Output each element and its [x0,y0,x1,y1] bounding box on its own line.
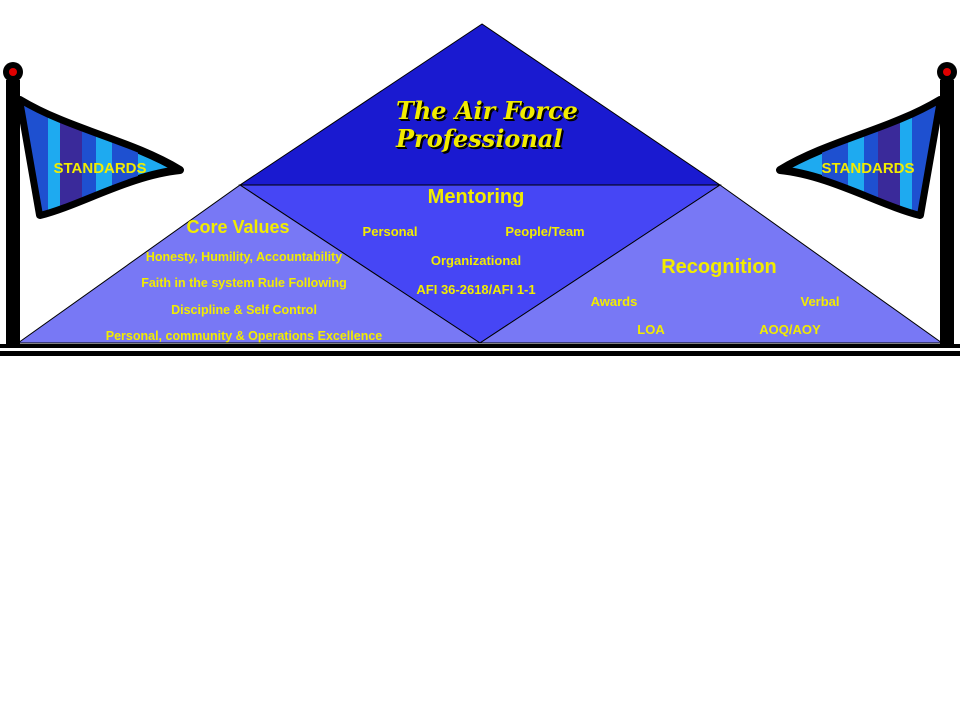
core-values-item: Discipline & Self Control [171,303,317,317]
mentoring-heading: Mentoring [427,186,525,208]
mentoring-organizational: Organizational [430,253,522,268]
flag-pole-icon [940,80,954,344]
title-line-1: The Air Force [396,96,578,125]
recognition-awards: Awards [590,294,638,309]
flag-pole-icon [6,80,20,344]
mentoring-people-team: People/Team [505,224,585,239]
right-flag [776,62,957,344]
recognition-verbal: Verbal [800,294,840,309]
diagram-title: The Air Force Professional [396,97,578,153]
core-values-heading: Core Values [186,217,290,237]
title-line-2: Professional [396,124,563,153]
recognition-aoq-aoy: AOQ/AOY [759,322,821,337]
mentoring-afi: AFI 36-2618/AFI 1-1 [416,282,536,297]
core-values-item: Personal, community & Operations Excelle… [105,329,383,343]
flag-outline [777,97,943,218]
recognition-heading: Recognition [661,256,777,278]
core-values-item: Honesty, Humility, Accountability [145,250,343,264]
finial-dot [9,68,17,76]
recognition-loa: LOA [637,322,665,337]
recognition-section [478,184,944,344]
right-flag-label: STANDARDS [821,160,915,177]
finial-dot [943,68,951,76]
core-values-section [16,184,482,344]
left-flag-label: STANDARDS [53,160,147,177]
flag-outline [17,97,183,218]
core-values-item: Faith in the system Rule Following [141,276,347,290]
base-bar-highlight [0,348,960,351]
mentoring-personal: Personal [362,224,418,239]
